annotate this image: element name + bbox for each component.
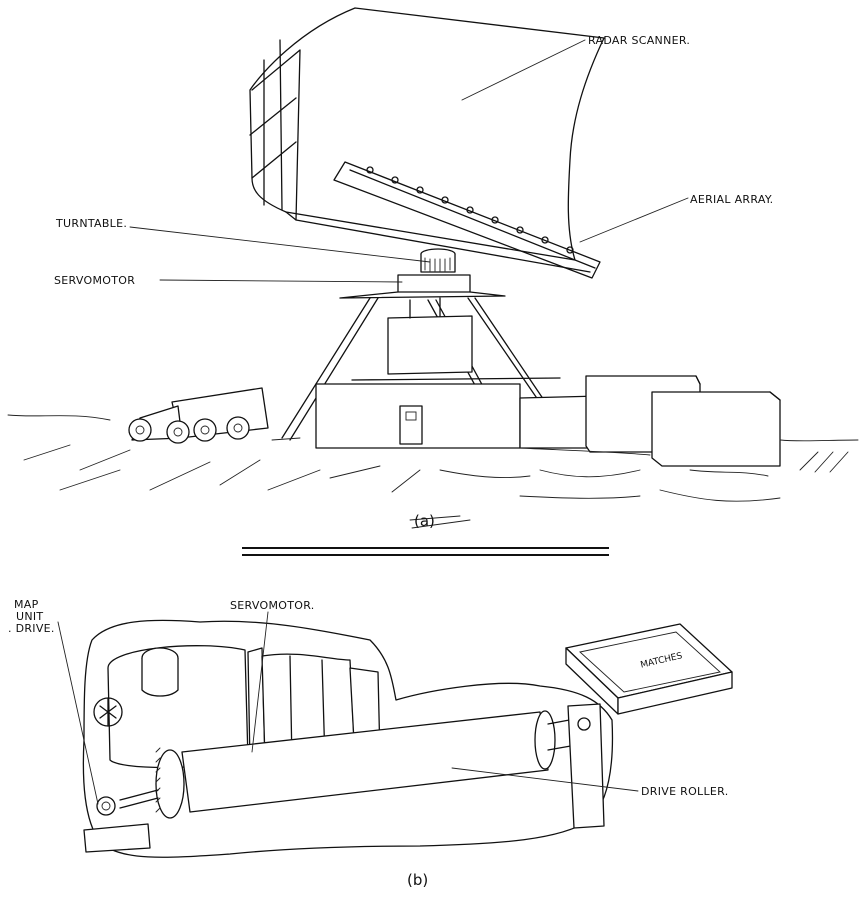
gear-train	[83, 747, 185, 853]
label-aerial-array: AERIAL ARRAY.	[690, 193, 773, 206]
figure-a-drawing	[7, 7, 859, 529]
label-servomotor-b: SERVOMOTOR.	[230, 599, 315, 612]
label-map-unit-drive-line1: MAP	[14, 598, 39, 611]
ground-terrain	[7, 414, 859, 529]
turntable	[420, 248, 456, 273]
servomotor-a	[339, 274, 506, 299]
huts	[519, 375, 781, 467]
label-radar-scanner: RADAR SCANNER.	[588, 34, 690, 47]
aerial-array	[333, 161, 601, 279]
truck	[128, 387, 269, 444]
matchbox: MATCHES	[565, 623, 733, 715]
figure-b-drawing: MATCHES	[57, 611, 733, 858]
label-servomotor-a: SERVOMOTOR	[54, 274, 135, 287]
label-map-unit-drive-line2: UNIT	[16, 610, 43, 623]
label-turntable: TURNTABLE.	[55, 217, 127, 230]
caption-b: (b)	[407, 871, 428, 889]
figure-a-leaders	[129, 39, 689, 283]
label-drive-roller: DRIVE ROLLER.	[641, 785, 729, 798]
label-map-unit-drive-line3: . DRIVE.	[8, 622, 55, 635]
building	[315, 383, 521, 449]
drive-roller	[181, 703, 605, 829]
figure-b-leaders	[57, 611, 639, 805]
section-divider	[242, 547, 609, 556]
caption-a: (a)	[414, 512, 435, 530]
radar-scanner	[249, 7, 605, 273]
